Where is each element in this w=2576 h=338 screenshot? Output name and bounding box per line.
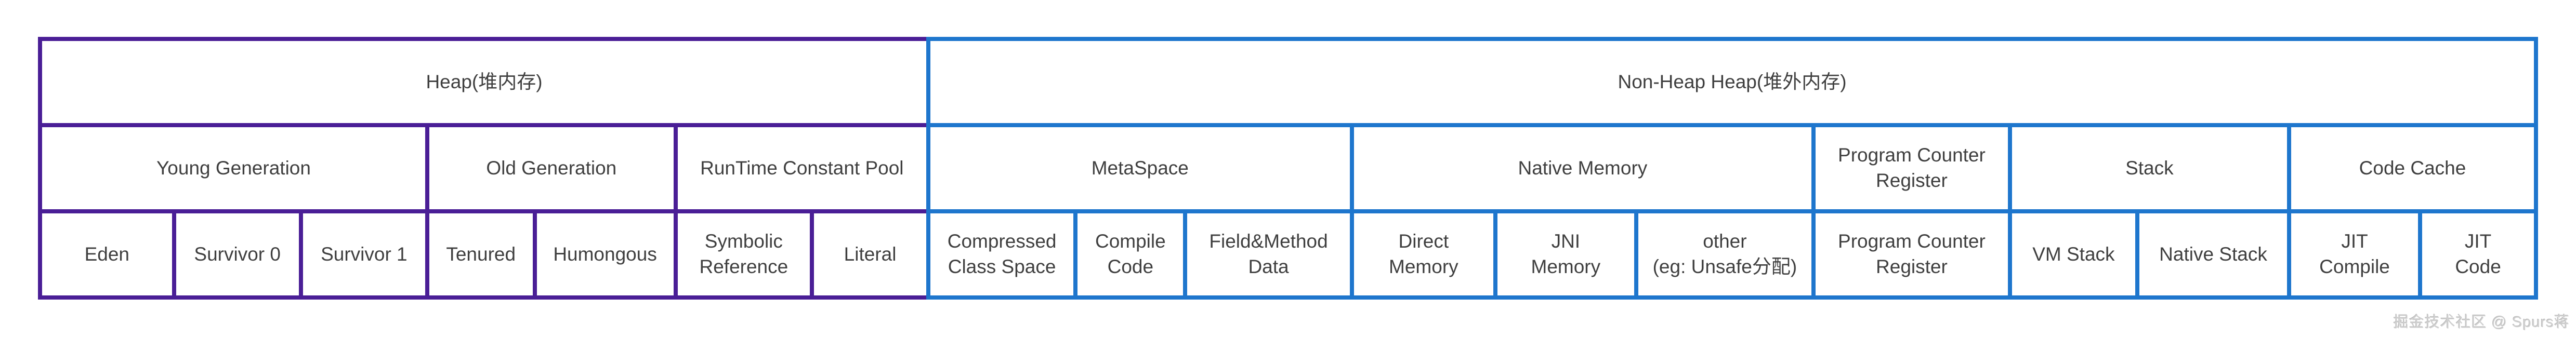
cell-stack: Stack <box>2012 127 2287 209</box>
jvm-memory-diagram: Heap(堆内存) Young Generation Old Generatio… <box>38 37 2538 300</box>
cell-program-counter-register-l3: Program Counter Register <box>1816 213 2008 295</box>
cell-survivor-0: Survivor 0 <box>176 213 299 295</box>
cell-humongous: Humongous <box>536 213 674 295</box>
cell-vm-stack: VM Stack <box>2012 213 2136 295</box>
cell-metaspace: MetaSpace <box>930 127 1350 209</box>
heap-section: Heap(堆内存) Young Generation Old Generatio… <box>38 37 930 300</box>
cell-young-generation: Young Generation <box>42 127 425 209</box>
cell-symbolic-reference: Symbolic Reference <box>677 213 810 295</box>
cell-field-method-data: Field&Method Data <box>1187 213 1350 295</box>
non-heap-section: Non-Heap Heap(堆外内存) MetaSpace Native Mem… <box>926 37 2538 300</box>
cell-jit-code: JIT Code <box>2422 213 2534 295</box>
cell-non-heap-title: Non-Heap Heap(堆外内存) <box>930 41 2534 123</box>
cell-compile-code: Compile Code <box>1077 213 1184 295</box>
cell-eden: Eden <box>42 213 172 295</box>
cell-jit-compile: JIT Compile <box>2291 213 2419 295</box>
cell-direct-memory: Direct Memory <box>1353 213 1494 295</box>
watermark: 掘金技术社区 @ Spurs蒋 <box>2393 314 2570 331</box>
cell-code-cache: Code Cache <box>2291 127 2534 209</box>
cell-other-unsafe: other (eg: Unsafe分配) <box>1638 213 1812 295</box>
cell-old-generation: Old Generation <box>429 127 674 209</box>
cell-native-memory: Native Memory <box>1353 127 1812 209</box>
cell-jni-memory: JNI Memory <box>1497 213 1634 295</box>
cell-tenured: Tenured <box>429 213 533 295</box>
cell-compressed-class-space: Compressed Class Space <box>930 213 1074 295</box>
cell-survivor-1: Survivor 1 <box>303 213 425 295</box>
cell-runtime-constant-pool: RunTime Constant Pool <box>677 127 926 209</box>
cell-heap-title: Heap(堆内存) <box>42 41 926 123</box>
cell-literal: Literal <box>814 213 926 295</box>
cell-native-stack: Native Stack <box>2139 213 2287 295</box>
cell-program-counter-register: Program Counter Register <box>1816 127 2008 209</box>
